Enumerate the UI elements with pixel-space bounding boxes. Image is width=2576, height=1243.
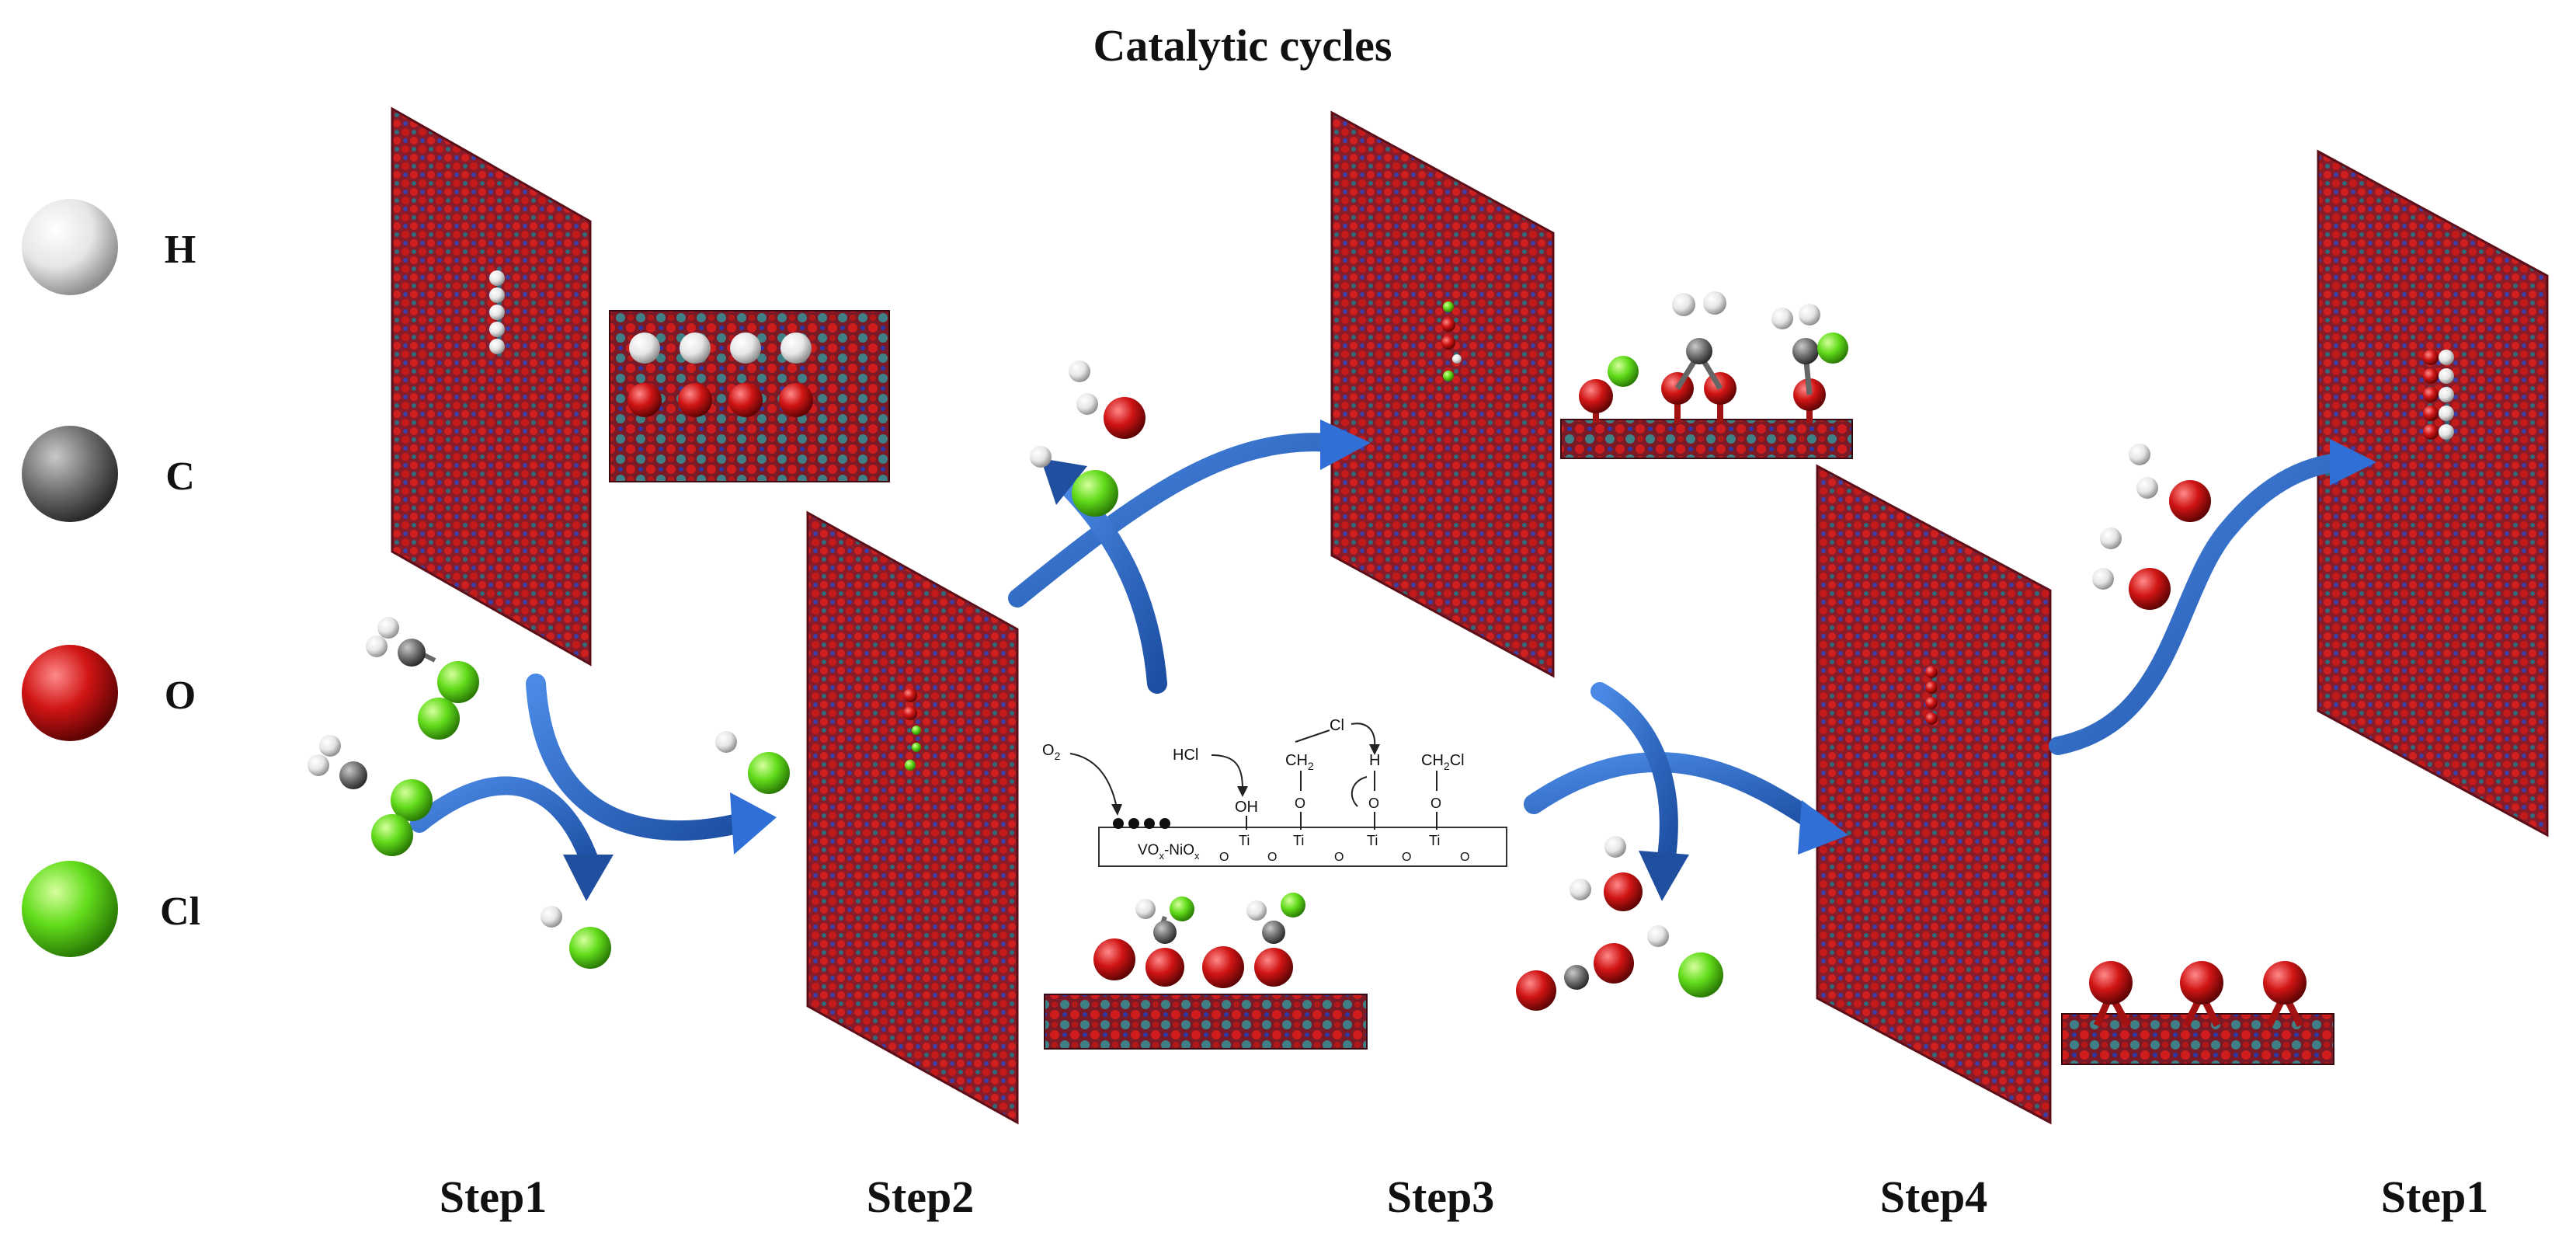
- arrow-step3-to-step4: [1524, 682, 1848, 901]
- molecule-ch2cl2-upper: [366, 617, 479, 740]
- scheme-support-box: [1098, 827, 1507, 867]
- scheme-o-2: O: [1368, 796, 1379, 811]
- molecule-hcl-step1-in: [715, 731, 790, 794]
- arrow-step2-to-step3: [1008, 420, 1371, 694]
- scheme-oh: OH: [1235, 799, 1258, 816]
- adsorbed-species-step4: [1925, 666, 1938, 725]
- molecule-co2-step3: [1516, 943, 1634, 1011]
- scheme-ch2: CH2: [1285, 752, 1314, 772]
- scheme-o-3: O: [1431, 796, 1441, 811]
- step-label-3: Step3: [1387, 1172, 1495, 1222]
- scheme-oxygen-dots: [1113, 818, 1170, 829]
- step-label-1: Step1: [440, 1172, 548, 1222]
- molecule-h2o-step3: [1570, 836, 1643, 911]
- scheme-ti-4: Ti: [1429, 833, 1440, 848]
- slab-step1-final: [2317, 149, 2549, 837]
- reaction-scheme: VOx-NiOx O2 HCl OH Ti Cl CH2 O Ti H O Ti…: [1042, 717, 1507, 867]
- slab-step4: [1816, 464, 2052, 1125]
- slab-step2: [806, 510, 1019, 1125]
- scheme-support-label: VOx-NiOx: [1138, 842, 1200, 862]
- inset-step4-surface: [2061, 961, 2334, 1065]
- atom-legend: H C O Cl: [22, 199, 200, 957]
- scheme-cl: Cl: [1330, 717, 1344, 734]
- molecule-h2o-step2: [1069, 360, 1145, 439]
- scheme-hcl: HCl: [1173, 747, 1198, 764]
- scheme-ch2cl: CH2Cl: [1421, 752, 1465, 772]
- scheme-o2: O2: [1042, 742, 1061, 762]
- legend-cl-label: Cl: [160, 890, 200, 934]
- molecule-hcl-step3: [1647, 925, 1723, 998]
- arrow-step1-to-step2: [410, 674, 777, 901]
- scheme-o-1: O: [1295, 796, 1305, 811]
- scheme-o-bridge-1: O: [1267, 851, 1277, 864]
- legend-h-label: H: [165, 228, 196, 272]
- legend-c-sphere: [22, 426, 118, 522]
- legend-o-sphere: [22, 645, 118, 741]
- inset-step1-surface: [609, 310, 890, 482]
- scheme-ti-2: Ti: [1293, 833, 1304, 848]
- scheme-o-bridge-5: O: [1219, 851, 1229, 864]
- step-label-5: Step1: [2381, 1172, 2489, 1222]
- molecule-ch2cl2-lower: [308, 735, 433, 856]
- step-label-2: Step2: [867, 1172, 975, 1222]
- step-labels: Step1 Step2 Step3 Step4 Step1: [440, 1172, 2489, 1222]
- legend-cl-sphere: [22, 861, 118, 957]
- scheme-ti-3: Ti: [1367, 833, 1378, 848]
- step-label-4: Step4: [1880, 1172, 1988, 1222]
- slab-step1: [391, 106, 592, 667]
- adsorbed-species-step2: [903, 688, 921, 771]
- arrow-step4-to-step1: [2049, 439, 2376, 755]
- adsorbed-h-row: [489, 270, 505, 354]
- figure-title: Catalytic cycles: [1093, 20, 1392, 71]
- scheme-h: H: [1369, 752, 1380, 769]
- molecule-hcl-step1-out: [541, 906, 611, 969]
- adsorbed-species-step3: [1441, 301, 1462, 381]
- molecule-h2o-step4-lower: [2092, 527, 2171, 610]
- molecule-h2o-step4-upper: [2129, 444, 2211, 522]
- inset-step2-surface: [1044, 893, 1368, 1050]
- adsorbed-species-final: [2423, 350, 2454, 440]
- scheme-o-bridge-2: O: [1334, 851, 1344, 864]
- scheme-ti-1: Ti: [1239, 833, 1250, 848]
- legend-c-label: C: [165, 454, 195, 499]
- scheme-o-bridge-4: O: [1460, 851, 1469, 864]
- legend-o-label: O: [165, 674, 196, 718]
- inset-step3-surface: [1560, 291, 1853, 459]
- scheme-o-bridge-3: O: [1402, 851, 1411, 864]
- legend-h-sphere: [22, 199, 118, 295]
- slab-step3: [1330, 110, 1555, 678]
- molecule-hcl-step2: [1030, 446, 1118, 517]
